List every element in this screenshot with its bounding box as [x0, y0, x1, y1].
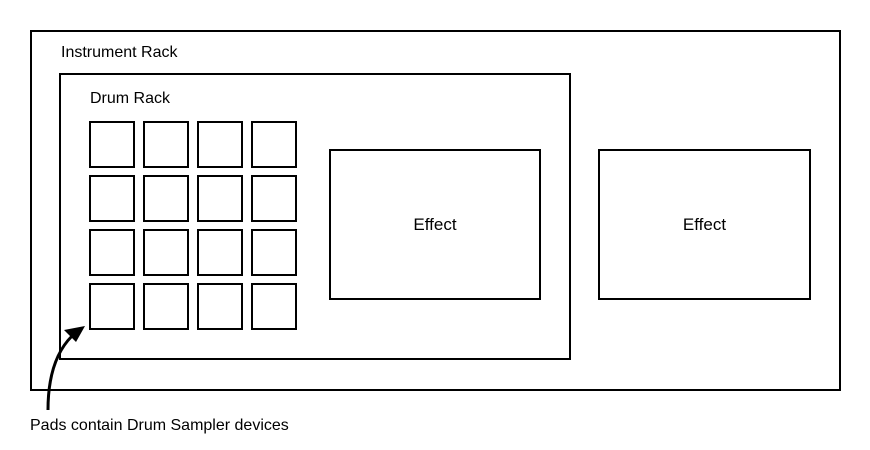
drum-pad: [197, 175, 243, 222]
instrument-rack-label: Instrument Rack: [61, 44, 178, 61]
drum-pad: [251, 121, 297, 168]
effect-box-instrument-rack: Effect: [598, 149, 811, 300]
drum-pad: [251, 283, 297, 330]
drum-pad: [89, 283, 135, 330]
drum-pad: [251, 229, 297, 276]
drum-pad: [89, 175, 135, 222]
effect-label: Effect: [682, 214, 727, 234]
drum-pad: [197, 229, 243, 276]
drum-pad: [143, 229, 189, 276]
drum-pad: [89, 121, 135, 168]
drum-pad: [143, 283, 189, 330]
drum-pad: [197, 283, 243, 330]
effect-label: Effect: [413, 214, 457, 234]
drum-pad: [251, 175, 297, 222]
drum-rack-label: Drum Rack: [90, 90, 171, 107]
caption-text: Pads contain Drum Sampler devices: [30, 417, 289, 434]
effect-box-drum-rack: Effect: [329, 149, 541, 300]
drum-pad: [89, 229, 135, 276]
drum-pad: [197, 121, 243, 168]
drum-pad: [143, 175, 189, 222]
drum-pad: [143, 121, 189, 168]
